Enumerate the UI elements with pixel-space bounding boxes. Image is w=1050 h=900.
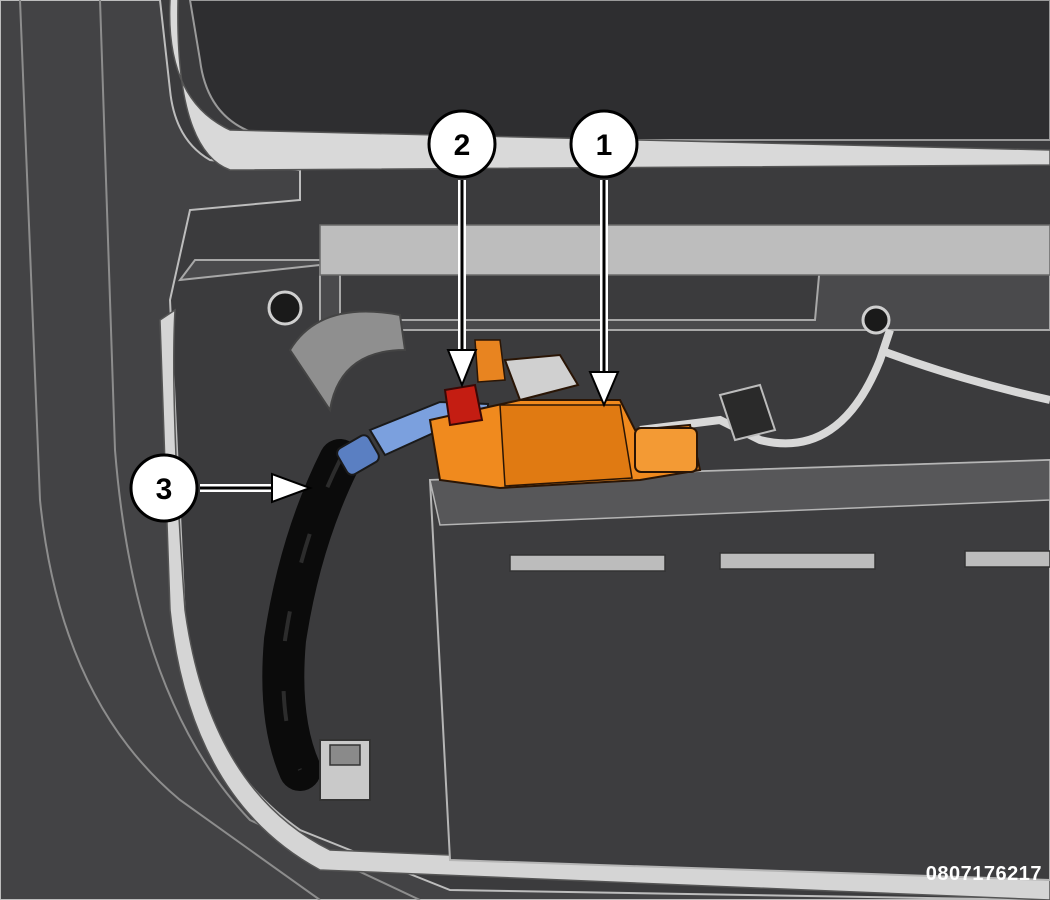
- battery-case: [428, 458, 1050, 882]
- wire-harness: [639, 328, 894, 448]
- figure-id: 0807176217: [925, 863, 1042, 885]
- callout-3-leader: [200, 472, 313, 504]
- harness-clip: [718, 383, 777, 442]
- callout-2-label: 2: [454, 129, 471, 162]
- battery-sensor-body: [499, 404, 633, 487]
- nut: [443, 383, 484, 427]
- callout-2: 2: [427, 109, 497, 179]
- callout-3: 3: [129, 453, 199, 523]
- fender-edge-line: [99, 0, 421, 900]
- bolt-head: [329, 744, 361, 766]
- battery-vent: [509, 554, 666, 572]
- callout-1: 1: [569, 109, 639, 179]
- battery-vent: [964, 550, 1050, 568]
- callout-2-leader: [446, 180, 478, 388]
- wire-harness: [878, 346, 1050, 404]
- frame-rail-top: [168, 0, 1050, 171]
- callout-1-label: 1: [596, 129, 613, 162]
- battery-vent: [719, 552, 876, 570]
- callout-3-label: 3: [156, 473, 173, 506]
- bolt-hole: [861, 305, 891, 335]
- callout-1-leader: [588, 180, 620, 408]
- cable-ferrule: [336, 434, 380, 476]
- negative-cable-highlight: [281, 459, 342, 771]
- frame-rail-bottom: [159, 308, 1050, 900]
- bolt-hole: [267, 290, 303, 326]
- sensor-connector: [634, 427, 698, 473]
- battery-post-cap: [503, 353, 580, 402]
- air-duct: [288, 310, 407, 413]
- cross-bar-top: [319, 224, 1050, 276]
- fender-edge-line: [19, 0, 321, 900]
- sensor-stud: [474, 339, 506, 383]
